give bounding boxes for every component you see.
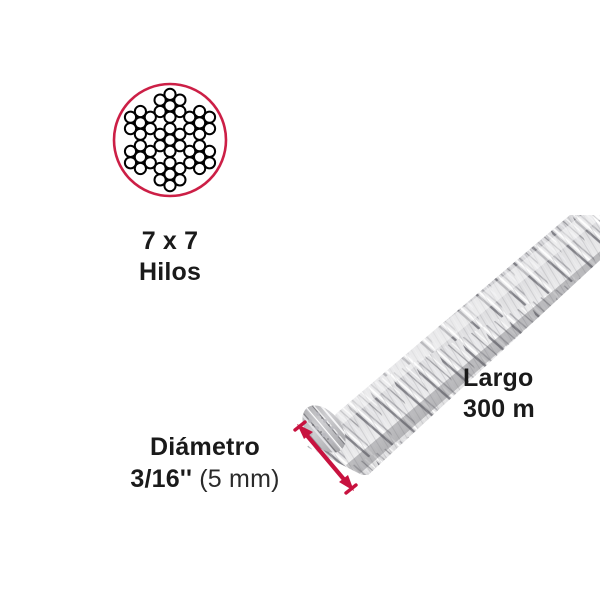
diameter-label: Diámetro 3/16'' (5 mm): [90, 432, 320, 494]
diameter-value-imperial: 3/16'': [130, 465, 193, 493]
length-label-line2: 300 m: [463, 395, 535, 423]
strand-construction-line2: Hilos: [138, 257, 202, 286]
double-headed-arrow-icon: [292, 418, 382, 500]
strand-construction-line1: 7 x 7: [141, 227, 199, 255]
length-label: Largo 300 m: [463, 363, 535, 425]
strand-construction-label: 7 x 7 Hilos: [60, 226, 280, 287]
diameter-label-line1: Diámetro: [150, 433, 260, 461]
length-label-line1: Largo: [463, 364, 534, 392]
diameter-value-metric: (5 mm): [199, 465, 280, 493]
cross-section-outline: [112, 82, 228, 198]
diameter-label-line2: 3/16'' (5 mm): [90, 464, 320, 494]
wire-rope-cross-section-icon: [110, 80, 230, 200]
